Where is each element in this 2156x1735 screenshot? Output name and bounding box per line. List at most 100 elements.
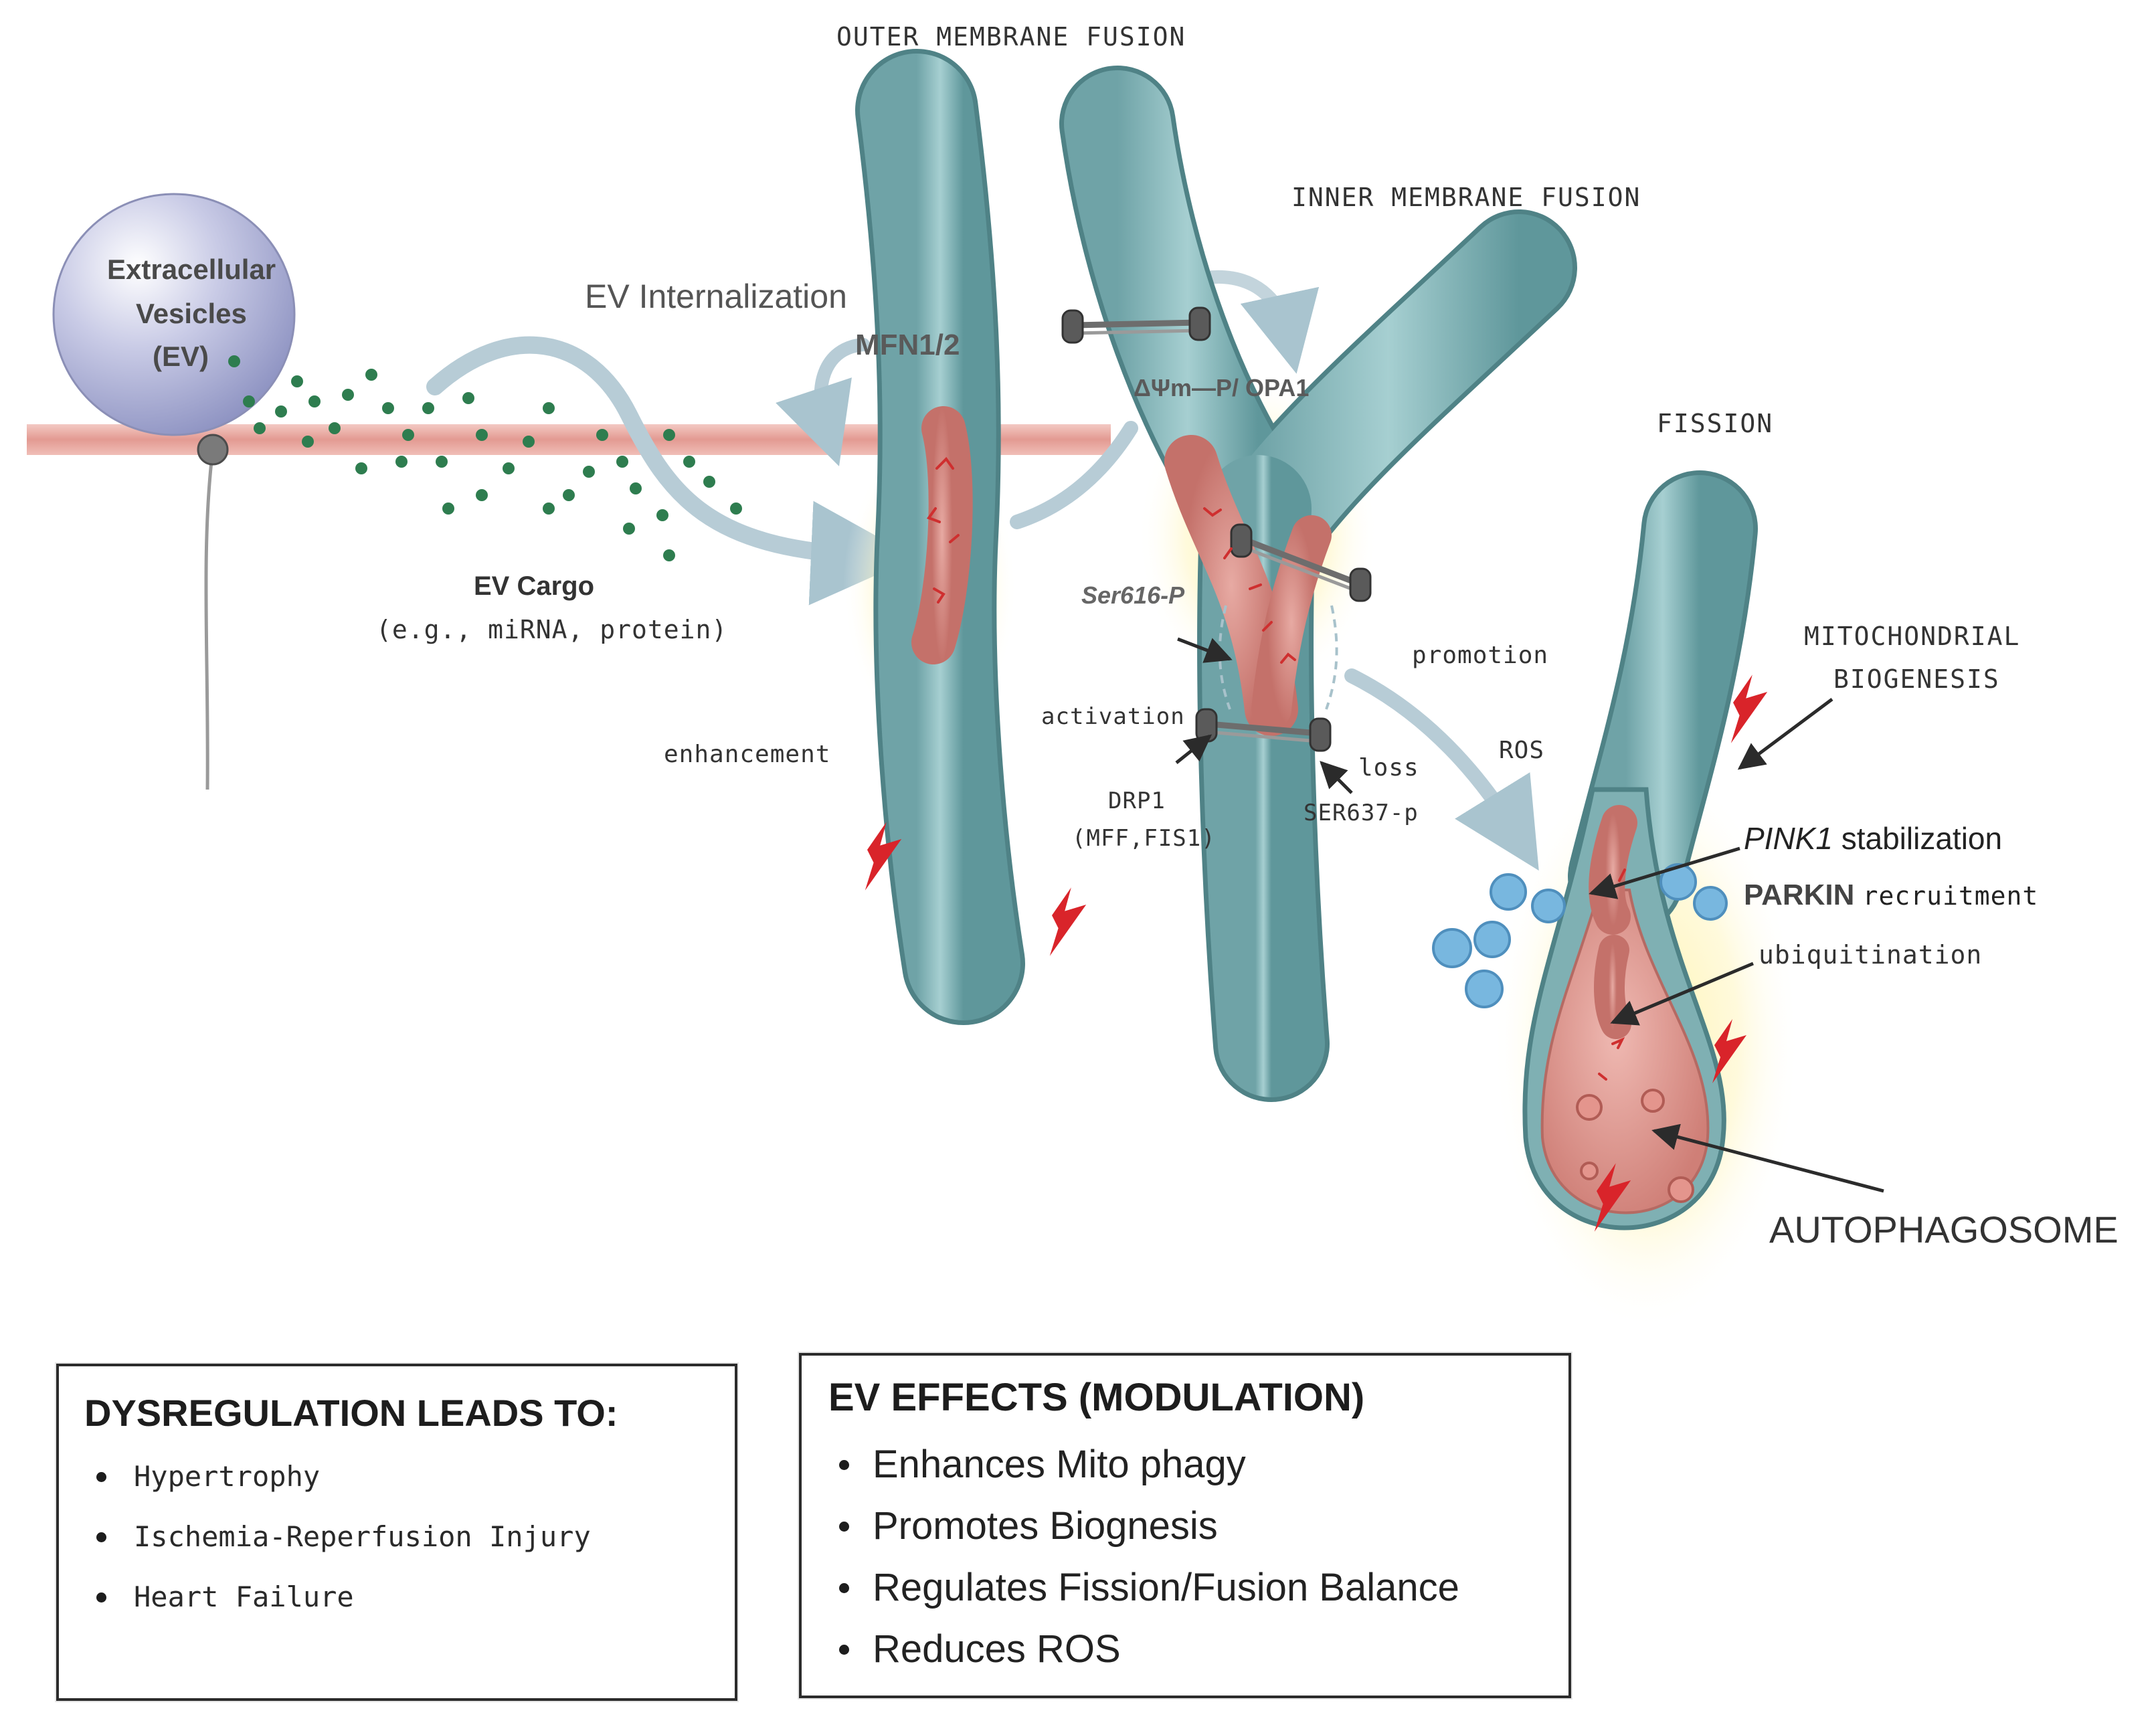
ev-internalization-arrow (426, 336, 915, 606)
ev-effects-title: EV EFFECTS (MODULATION) (828, 1376, 1365, 1419)
dysregulation-box: DYSREGULATION LEADS TO: Hypertrophy Isch… (56, 1364, 737, 1701)
mfn-arrow (776, 338, 870, 466)
mitochondrial-biogenesis-line2: BIOGENESIS (1833, 664, 2000, 694)
ev-effects-item: Enhances Mito phagy (839, 1445, 1459, 1507)
ev-effects-item: Regulates Fission/Fusion Balance (839, 1568, 1459, 1630)
cargo-dot (402, 429, 414, 441)
cargo-dot (663, 429, 675, 441)
cargo-dot (436, 456, 448, 468)
callout-arrows (1175, 637, 1884, 1193)
crista-mark (1223, 547, 1233, 559)
cargo-dot (703, 476, 715, 488)
ev-effects-item-label: Enhances Mito phagy (873, 1443, 1246, 1486)
cargo-dot (656, 509, 668, 521)
mfn-label: MFN1/2 (855, 329, 960, 361)
extracellular-vesicle (52, 193, 296, 790)
bullet-icon (96, 1472, 106, 1482)
cargo-dot (254, 422, 266, 434)
dysregulation-item-label: Heart Failure (134, 1580, 354, 1613)
heading-inner-membrane-fusion: INNER MEMBRANE FUSION (1291, 183, 1641, 212)
autophagosome-label: AUTOPHAGOSOME (1769, 1208, 2119, 1251)
lightning-bolt-icon (1730, 674, 1768, 743)
ev-label-line1: Extracellular (107, 254, 276, 285)
cargo-dot (563, 489, 575, 501)
lightning-bolt-icon (1594, 1163, 1631, 1232)
dysregulation-item-label: Hypertrophy (134, 1460, 321, 1493)
dysregulation-item: Hypertrophy (96, 1463, 591, 1523)
crista-mark (1249, 583, 1262, 590)
ubiquitination-label: ubiquitination (1759, 940, 1983, 970)
ser616-label: Ser616-P (1081, 581, 1185, 609)
cargo-dot (275, 405, 287, 418)
crista-mark (933, 587, 946, 604)
cargo-dot (462, 392, 474, 404)
cargo-dot (355, 462, 367, 474)
cargo-dot (422, 402, 434, 414)
activation-label: activation (1041, 703, 1185, 730)
bullet-icon (839, 1522, 849, 1532)
cargo-dot (329, 422, 341, 434)
dysregulation-item-label: Ischemia-Reperfusion Injury (134, 1520, 591, 1553)
bullet-icon (839, 1583, 849, 1593)
membrane-ring (1230, 523, 1372, 602)
cargo-dot (630, 482, 642, 494)
cargo-dot (365, 369, 377, 381)
cargo-dot (342, 389, 354, 401)
ev-cargo-examples: (e.g., miRNA, protein) (376, 615, 728, 644)
cargo-dot (302, 436, 314, 448)
promotion-label: promotion (1412, 642, 1549, 669)
outer-fusion-mitochondrion (855, 49, 1025, 1025)
cargo-dot (663, 549, 675, 561)
cargo-dot (503, 462, 515, 474)
bullet-icon (839, 1460, 849, 1470)
mitochondrial-biogenesis-line1: MITOCHONDRIAL (1804, 622, 2021, 651)
cargo-dot (382, 402, 394, 414)
parkin-recruitment: recruitment (1862, 881, 2039, 911)
inner-fusion-mitochondrion (1059, 66, 1577, 1102)
crista-mark (1280, 652, 1296, 664)
bullet-icon (96, 1532, 106, 1542)
cargo-dot (476, 489, 488, 501)
ev-effects-item: Promotes Biognesis (839, 1507, 1459, 1568)
cargo-dot (596, 429, 608, 441)
ros-label: ROS (1499, 737, 1545, 764)
ev-effects-list: Enhances Mito phagy Promotes Biognesis R… (839, 1445, 1459, 1692)
ev-cargo-title: EV Cargo (474, 571, 595, 601)
lightning-bolts (865, 674, 1768, 1232)
cargo-dot (476, 429, 488, 441)
cargo-dot (543, 402, 555, 414)
cargo-dot (442, 503, 454, 515)
dysregulation-item: Ischemia-Reperfusion Injury (96, 1523, 591, 1583)
fusion-link-arrow (1010, 421, 1138, 529)
cargo-dot (523, 436, 535, 448)
membrane-ring (1061, 306, 1211, 344)
ev-effects-item-label: Promotes Biognesis (873, 1504, 1218, 1548)
crista-mark (949, 534, 960, 543)
enhancement-label: enhancement (664, 741, 831, 768)
cargo-dot (616, 456, 628, 468)
cargo-dot (730, 503, 742, 515)
ev-internalization-label: EV Internalization (585, 278, 847, 315)
opa1-label: ΔΨm—P/ OPA1 (1134, 374, 1310, 401)
cargo-dot (683, 456, 695, 468)
lightning-bolt-icon (1712, 1019, 1746, 1083)
ev-cargo-dots (228, 355, 742, 561)
loss-label: loss (1358, 754, 1419, 782)
pink1-stabilization: stabilization (1841, 821, 2003, 856)
ev-effects-item-label: Reduces ROS (873, 1627, 1121, 1671)
cargo-dot (583, 466, 595, 478)
crista-mark (1262, 621, 1273, 632)
ev-effects-item: Reduces ROS (839, 1630, 1459, 1692)
dysregulation-title: DYSREGULATION LEADS TO: (84, 1392, 618, 1434)
bullet-icon (96, 1592, 106, 1603)
ser637-label: SER637-p (1304, 800, 1419, 826)
crista-mark (1618, 869, 1626, 882)
autophagosome-vesicles (1576, 1089, 1694, 1203)
cargo-dot (308, 395, 321, 407)
heading-fission: FISSION (1657, 409, 1774, 438)
ev-effects-item-label: Regulates Fission/Fusion Balance (873, 1566, 1459, 1609)
drp1-adaptors-label: (MFF,FIS1) (1072, 825, 1216, 852)
crista-mark (1203, 507, 1222, 517)
drp1-label: DRP1 (1108, 788, 1166, 814)
ros-particles (1432, 863, 1728, 1008)
